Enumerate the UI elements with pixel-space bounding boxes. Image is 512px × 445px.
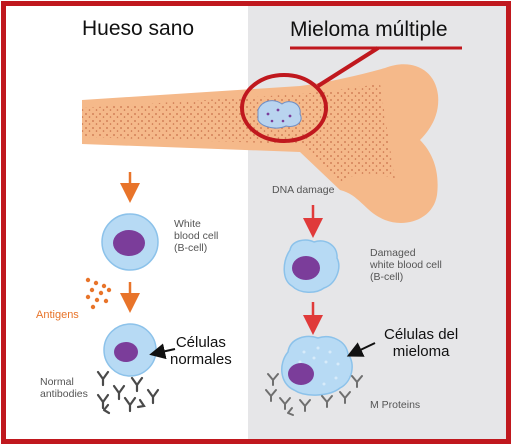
normal-cell <box>103 323 157 377</box>
antigens-dots <box>85 277 112 310</box>
bone <box>82 64 439 223</box>
damaged-white-blood-cell <box>283 239 340 293</box>
m-proteins-label: M Proteins <box>370 399 421 411</box>
myeloma-cell <box>281 335 353 396</box>
normal-antibodies-label: Normal antibodies <box>40 376 88 401</box>
white-blood-cell-label: White blood cell (B-cell) <box>174 218 219 255</box>
highlight-pointer <box>316 46 380 88</box>
spongy-bone <box>82 84 395 182</box>
damaged-cell-label: Damaged white blood cell (B-cell) <box>370 247 442 284</box>
myeloma-lesion <box>257 100 302 129</box>
lesion-highlight-circle <box>240 73 328 143</box>
callout-arrow-normal <box>149 343 176 360</box>
heading-multiple-myeloma: Mieloma múltiple <box>290 18 448 41</box>
white-blood-cell <box>101 213 159 271</box>
normal-antibodies <box>96 370 160 415</box>
m-proteins <box>265 373 363 416</box>
callout-arrow-myeloma <box>346 342 376 357</box>
heading-healthy-bone: Hueso sano <box>82 17 195 40</box>
dna-damage-label: DNA damage <box>272 184 335 196</box>
normal-cells-callout: Células normales <box>170 334 232 369</box>
antigens-label: Antigens <box>36 309 79 321</box>
myeloma-cells-callout: Células del mieloma <box>384 326 459 361</box>
